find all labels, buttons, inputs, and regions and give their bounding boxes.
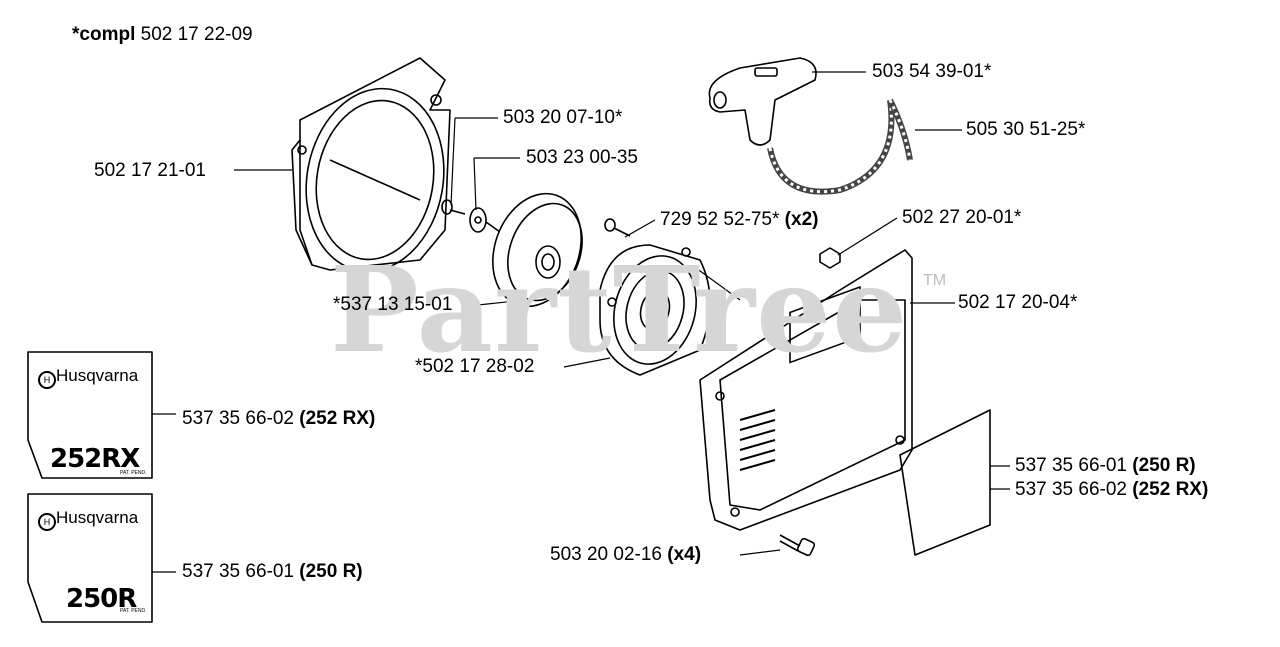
pulley-drawing <box>492 192 583 308</box>
assembly-title-prefix: *compl <box>72 24 136 45</box>
label-screw-small: 729 52 52-75* (x2) <box>660 209 819 230</box>
assembly-title-number: 502 17 22-09 <box>140 24 253 45</box>
label-screw-center: 503 20 07-10* <box>503 107 623 128</box>
label-fan-housing: 502 17 21-01 <box>94 160 206 181</box>
label-decal-left-250: 537 35 66-01 (250 R) <box>182 561 363 582</box>
handle-drawing <box>708 57 817 146</box>
spring-cassette-drawing <box>599 244 711 376</box>
husqvarna-logo-icon: H <box>38 513 56 531</box>
left-decal-frames <box>27 351 153 623</box>
decal-model-250: 250R <box>66 584 137 614</box>
cover-screw-drawing <box>779 534 816 557</box>
trademark-mark: TM <box>923 272 947 289</box>
label-decal-252: 537 35 66-02 (252 RX) <box>1015 479 1209 500</box>
decal-sheet-drawing <box>899 409 991 556</box>
label-washer: 503 23 00-35 <box>526 147 638 168</box>
label-decal-left-252: 537 35 66-02 (252 RX) <box>182 408 376 429</box>
label-rope: 505 30 51-25* <box>966 119 1086 140</box>
nut-drawing <box>819 247 841 269</box>
label-starter-cover: 502 17 20-04* <box>958 292 1078 313</box>
watermark: PartTree <box>330 240 909 379</box>
label-nut: 502 27 20-01* <box>902 207 1022 228</box>
screw-washer-drawing <box>441 199 501 233</box>
label-screw-cover: 503 20 02-16 (x4) <box>550 544 702 565</box>
husqvarna-logo-icon: H <box>38 371 56 389</box>
assembly-title: *compl 502 17 22-09 <box>72 24 253 46</box>
starter-cover-drawing <box>699 249 913 531</box>
label-spring-cassette: *502 17 28-02 <box>415 356 535 377</box>
leader-lines <box>152 71 1010 573</box>
rope-drawing <box>767 98 913 195</box>
fan-housing-drawing <box>291 57 451 273</box>
decal-small-252: PAT. PEND. <box>120 470 147 476</box>
decal-model-252: 252RX <box>50 444 140 474</box>
decal-small-250: PAT. PEND. <box>120 608 147 614</box>
label-handle: 503 54 39-01* <box>872 61 992 82</box>
label-decal-250: 537 35 66-01 (250 R) <box>1015 455 1196 476</box>
label-pulley: *537 13 15-01 <box>333 294 453 315</box>
small-screw-drawing <box>604 218 631 237</box>
